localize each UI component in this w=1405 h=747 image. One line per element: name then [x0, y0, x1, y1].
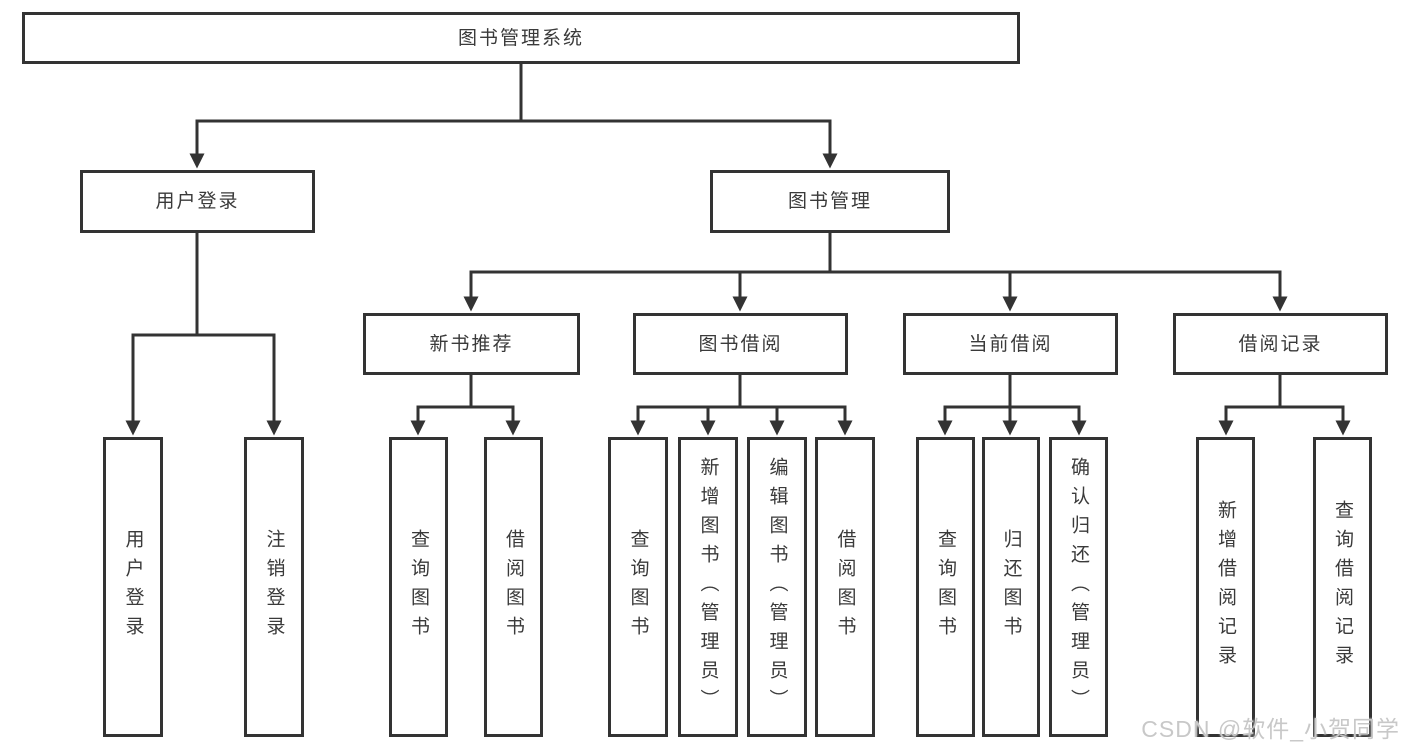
- leaf-label: 借阅图书: [503, 529, 524, 645]
- node-label: 借阅记录: [1238, 333, 1323, 355]
- leaf-borrow-books: 借阅图书: [815, 437, 875, 737]
- leaf-label: 查询借阅记录: [1332, 500, 1353, 674]
- node-label: 用户登录: [155, 191, 240, 212]
- node-label: 新书推荐: [429, 333, 514, 355]
- leaf-return-books: 归还图书: [982, 437, 1040, 737]
- node-book-borrow: 图书借阅: [633, 313, 848, 375]
- leaf-query-borrow-record: 查询借阅记录: [1313, 437, 1372, 737]
- leaf-label: 查询图书: [935, 529, 956, 645]
- node-label: 当前借阅: [968, 333, 1053, 355]
- node-label: 图书管理: [787, 191, 872, 212]
- leaf-edit-books-admin: 编辑图书（管理员）: [747, 437, 807, 737]
- leaf-label: 新增图书（管理员）: [697, 456, 719, 718]
- leaf-confirm-return-admin: 确认归还（管理员）: [1049, 437, 1108, 737]
- leaf-label: 查询图书: [408, 529, 429, 645]
- leaf-label: 新增借阅记录: [1215, 500, 1236, 674]
- leaf-new-books-query-books: 查询图书: [389, 437, 448, 737]
- leaf-label: 借阅图书: [834, 529, 856, 645]
- leaf-label: 注销登录: [263, 529, 285, 645]
- leaf-new-books-borrow-books: 借阅图书: [484, 437, 543, 737]
- leaf-current-query-books: 查询图书: [916, 437, 975, 737]
- leaf-label: 查询图书: [627, 529, 649, 645]
- leaf-label: 用户登录: [122, 529, 144, 645]
- node-current-borrow: 当前借阅: [903, 313, 1118, 375]
- leaf-label: 确认归还（管理员）: [1068, 456, 1089, 718]
- node-book-management: 图书管理: [710, 170, 950, 233]
- csdn-watermark: CSDN @软件_小贺同学: [1141, 716, 1400, 742]
- node-new-book-recommend: 新书推荐: [363, 313, 580, 375]
- leaf-label: 归还图书: [1000, 529, 1022, 645]
- node-book-management-system: 图书管理系统: [22, 12, 1020, 64]
- leaf-logout: 注销登录: [244, 437, 304, 737]
- node-user-login: 用户登录: [80, 170, 315, 233]
- node-borrow-records: 借阅记录: [1173, 313, 1388, 375]
- leaf-label: 编辑图书（管理员）: [766, 456, 788, 718]
- leaf-add-borrow-record: 新增借阅记录: [1196, 437, 1255, 737]
- leaf-borrow-query-books: 查询图书: [608, 437, 668, 737]
- leaf-user-login: 用户登录: [103, 437, 163, 737]
- node-label: 图书管理系统: [457, 27, 584, 49]
- node-label: 图书借阅: [698, 333, 783, 355]
- leaf-add-books-admin: 新增图书（管理员）: [678, 437, 738, 737]
